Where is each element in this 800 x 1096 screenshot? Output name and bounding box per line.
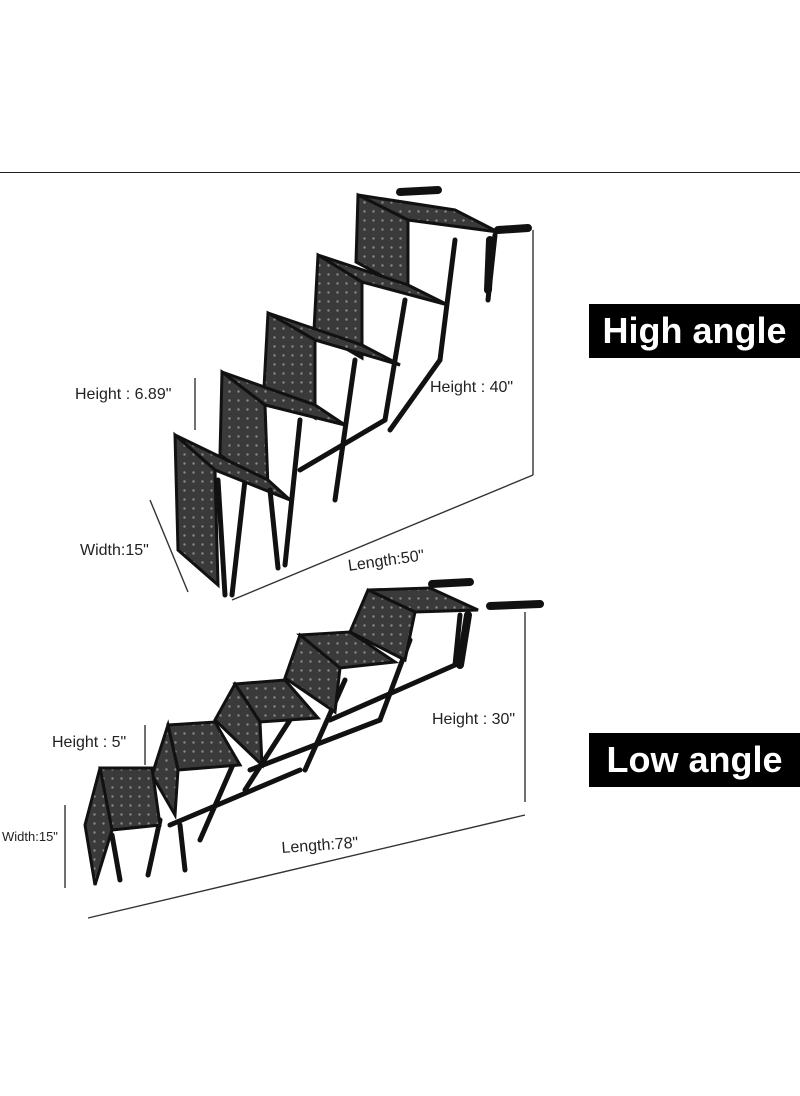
low-step-height-label: Height : 5" bbox=[52, 734, 127, 751]
low-width-label: Width:15" bbox=[2, 829, 58, 844]
high-step-height-label: Height : 6.89" bbox=[75, 386, 172, 403]
high-angle-tag: High angle bbox=[589, 304, 800, 358]
high-width-label: Width:15" bbox=[80, 542, 149, 559]
low-angle-stairs bbox=[64, 578, 544, 919]
high-total-height-label: Height : 40" bbox=[430, 379, 514, 396]
low-angle-tag: Low angle bbox=[589, 733, 800, 787]
top-divider-line bbox=[0, 172, 800, 173]
high-angle-stairs bbox=[149, 186, 534, 601]
low-total-height-label: Height : 30" bbox=[432, 711, 516, 728]
